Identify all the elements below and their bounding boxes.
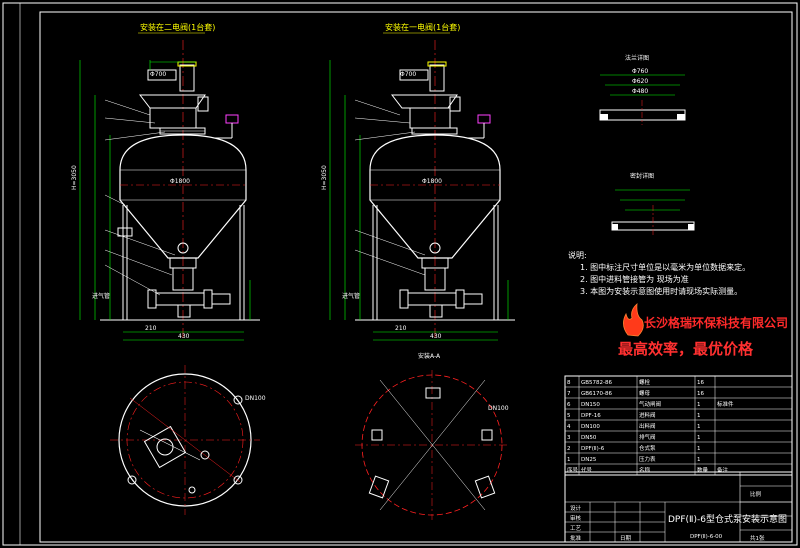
title-label-approve: 批准 bbox=[570, 534, 582, 542]
right-plan-pipe-label: DN100 bbox=[488, 405, 509, 412]
ring-top-label: Φ760 bbox=[632, 68, 648, 75]
parts-table-header-cell: 备注 bbox=[717, 466, 729, 474]
parts-table-cell: 1 bbox=[697, 424, 701, 430]
parts-table-cell: 出料阀 bbox=[639, 422, 656, 430]
title-label-design: 设计 bbox=[570, 504, 582, 512]
sheet-label: 共1张 bbox=[750, 534, 765, 542]
title-label-review: 审核 bbox=[570, 514, 582, 522]
parts-table-cell: 16 bbox=[697, 391, 704, 397]
parts-table-cell: 排气阀 bbox=[639, 433, 656, 441]
parts-table: 8 GB5782-86 螺栓 16 7 GB6170-86 螺母 16 6 DN150 气动闸阀 1 标… bbox=[564, 375, 793, 476]
inner-frame bbox=[39, 11, 793, 543]
right-top-dim: Φ700 bbox=[400, 71, 416, 78]
parts-table-cell: 压力表 bbox=[639, 455, 656, 463]
parts-table-cell: 进料阀 bbox=[639, 411, 656, 419]
note-line-1: 1. 图中标注尺寸单位是以毫米为单位数据来定。 bbox=[580, 262, 750, 272]
parts-table-cell: 气动闸阀 bbox=[639, 400, 661, 408]
parts-table-cell: 螺母 bbox=[639, 389, 651, 397]
right-plan-view: 安装A-A DN100 bbox=[355, 352, 510, 520]
ring-mid-label: Φ620 bbox=[632, 78, 648, 85]
company-name: 长沙格瑞环保科技有限公司 bbox=[644, 315, 788, 330]
parts-table-cell: 1 bbox=[697, 457, 701, 463]
right-view-title: 安装在一电阀(1台套) bbox=[385, 22, 460, 32]
parts-table-header-cell: 名称 bbox=[639, 466, 651, 474]
detail-bottom-title: 密封详图 bbox=[630, 172, 654, 180]
parts-table-cell: 1 bbox=[697, 446, 701, 452]
parts-table-cell: DN25 bbox=[581, 457, 597, 463]
parts-table-cell: 1 bbox=[697, 435, 701, 441]
company-slogan: 最高效率，最优价格 bbox=[618, 340, 754, 358]
parts-table-cell: 16 bbox=[697, 380, 704, 386]
detail-top-title: 法兰详图 bbox=[625, 54, 649, 62]
left-width-a: 210 bbox=[145, 325, 157, 332]
parts-table-frame bbox=[564, 375, 793, 476]
parts-table-header-cell: 代号 bbox=[581, 466, 593, 474]
right-height-label: H=3050 bbox=[321, 165, 328, 190]
parts-table-cell: 标准件 bbox=[717, 400, 734, 408]
title-label-date: 日期 bbox=[620, 535, 632, 542]
flame-logo-icon bbox=[623, 303, 644, 337]
right-diameter-label: Φ1800 bbox=[422, 178, 442, 185]
left-width-b: 430 bbox=[178, 333, 190, 340]
scale-label: 比例 bbox=[750, 490, 762, 498]
parts-table-cell: GB5782-86 bbox=[581, 380, 613, 386]
parts-table-cell: 仓式泵 bbox=[639, 444, 656, 452]
left-view-title: 安装在二电阀(1台套) bbox=[140, 22, 215, 32]
parts-table-cell: GB6170-86 bbox=[581, 391, 613, 397]
parts-table-cell: 8 bbox=[567, 380, 571, 386]
ring-bot-label: Φ480 bbox=[632, 88, 648, 95]
parts-table-cell: 7 bbox=[567, 391, 571, 397]
company-block: 长沙格瑞环保科技有限公司 最高效率，最优价格 bbox=[618, 303, 788, 358]
right-width-b: 430 bbox=[430, 333, 442, 340]
parts-table-cell: 1 bbox=[567, 457, 571, 463]
parts-table-cell: DPF(Ⅱ)-6 bbox=[581, 446, 605, 452]
title-label-process: 工艺 bbox=[570, 525, 582, 532]
drawing-number: DPF(Ⅱ)-6-00 bbox=[690, 534, 723, 540]
parts-table-cell: 5 bbox=[567, 413, 571, 419]
flange-detail-top: 法兰详图 Φ760 Φ620 Φ480 bbox=[599, 54, 686, 125]
parts-table-header-cell: 数量 bbox=[697, 466, 709, 474]
left-diameter-label: Φ1800 bbox=[170, 178, 190, 185]
parts-table-cell: DPF-16 bbox=[581, 413, 601, 419]
note-line-2: 2. 图中进料管接管为 现场为准 bbox=[580, 274, 689, 284]
parts-table-cell: DN50 bbox=[581, 435, 597, 441]
section-title: 安装A-A bbox=[418, 352, 441, 360]
parts-table-cell: 3 bbox=[567, 435, 571, 441]
right-front-view: 安装在一电阀(1台套) Φ1800 H=3050 bbox=[321, 22, 515, 341]
left-plan-view: DN100 bbox=[110, 365, 266, 515]
parts-table-cell: DN150 bbox=[581, 402, 600, 408]
parts-table-cell: DN100 bbox=[581, 424, 600, 430]
parts-table-cell: 6 bbox=[567, 402, 571, 408]
right-air-label: 进气管 bbox=[342, 292, 360, 300]
left-height-label: H=3050 bbox=[71, 165, 78, 190]
parts-table-cell: 1 bbox=[697, 402, 701, 408]
parts-table-cell: 1 bbox=[697, 413, 701, 419]
left-top-dim: Φ700 bbox=[150, 71, 166, 78]
title-block: 设计 审核 工艺 批准 日期 DPF(Ⅱ)-6型仓式泵安装示意图 DPF(Ⅱ)-… bbox=[564, 471, 793, 543]
drawing-title: DPF(Ⅱ)-6型仓式泵安装示意图 bbox=[668, 513, 787, 525]
left-air-label: 进气管 bbox=[92, 292, 110, 300]
note-line-3: 3. 本图为安装示意图使用时请现场实际测量。 bbox=[580, 286, 742, 296]
left-plan-pipe-label: DN100 bbox=[245, 395, 266, 402]
notes-heading: 说明: bbox=[568, 250, 587, 260]
parts-table-cell: 螺栓 bbox=[639, 378, 651, 386]
parts-table-cell: 2 bbox=[567, 446, 571, 452]
seal-detail: 密封详图 bbox=[611, 172, 695, 235]
parts-table-cell: 4 bbox=[567, 424, 571, 430]
left-front-view: 安装在二电阀(1台套) Φ1800 bbox=[71, 22, 260, 341]
parts-table-header-cell: 序号 bbox=[567, 466, 579, 474]
right-width-a: 210 bbox=[395, 325, 407, 332]
notes-block: 说明: 1. 图中标注尺寸单位是以毫米为单位数据来定。 2. 图中进料管接管为 … bbox=[568, 250, 750, 296]
